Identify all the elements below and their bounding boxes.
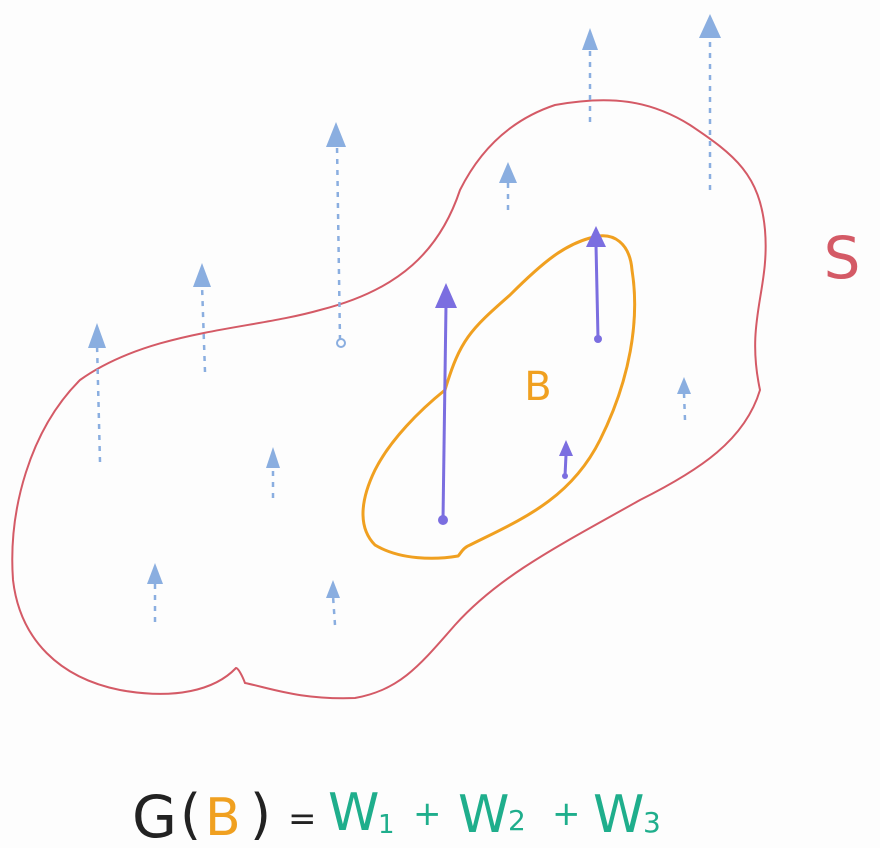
vector-arrow-3 [335, 144, 342, 341]
formula-term2: W [458, 785, 509, 845]
arrow-base-dot-3 [336, 338, 346, 348]
formula-plus1: + [413, 794, 442, 834]
inside-arrowheads [435, 226, 606, 525]
region-b-label: B [524, 364, 551, 410]
inner-arrowhead-w1 [435, 283, 457, 308]
formula-term2-subscript: 2 [508, 804, 526, 837]
inner-base-dot-w1 [438, 515, 448, 525]
region-s-label: S [824, 224, 861, 292]
arrowhead-7 [266, 447, 280, 468]
formula-plus2: + [552, 794, 581, 834]
inside-arrows [441, 244, 600, 521]
arrowhead-10 [677, 377, 691, 394]
vector-arrow-5 [200, 284, 207, 373]
vector-arrow-6 [95, 343, 102, 463]
vector-arrow-9 [331, 595, 337, 626]
formula-term3-subscript: 3 [643, 806, 661, 839]
formula-function: G [132, 783, 177, 848]
inner-vector-w1 [441, 304, 448, 521]
inner-base-dot-w3 [562, 473, 568, 479]
region-s-outline [11, 99, 767, 700]
formula-close-paren: ) [250, 783, 271, 846]
arrowhead-6 [88, 323, 106, 348]
inner-arrowhead-w3 [559, 440, 573, 456]
arrowhead-9 [326, 580, 340, 598]
arrowhead-3 [326, 122, 346, 147]
formula: G ( B ) = W 1 + W 2 + W 3 [132, 783, 661, 848]
formula-argument: B [205, 788, 241, 848]
outside-arrows [95, 36, 712, 626]
formula-equals: = [288, 799, 317, 839]
formula-term1: W [328, 783, 379, 843]
arrowhead-1 [582, 28, 598, 50]
inner-base-dot-w2 [594, 335, 602, 343]
inner-vector-w3 [563, 454, 568, 477]
formula-open-paren: ( [180, 783, 201, 846]
arrowhead-5 [193, 263, 211, 287]
arrowhead-8 [147, 563, 163, 584]
region-b-outline [361, 234, 637, 560]
inner-vector-w2 [594, 244, 600, 339]
vector-arrow-10 [682, 392, 687, 421]
outside-arrowheads [88, 14, 721, 598]
arrowhead-2 [699, 14, 721, 38]
formula-term1-subscript: 1 [378, 810, 395, 840]
formula-term3: W [593, 785, 644, 845]
inner-arrowhead-w2 [586, 226, 606, 247]
arrowhead-4 [499, 162, 517, 183]
